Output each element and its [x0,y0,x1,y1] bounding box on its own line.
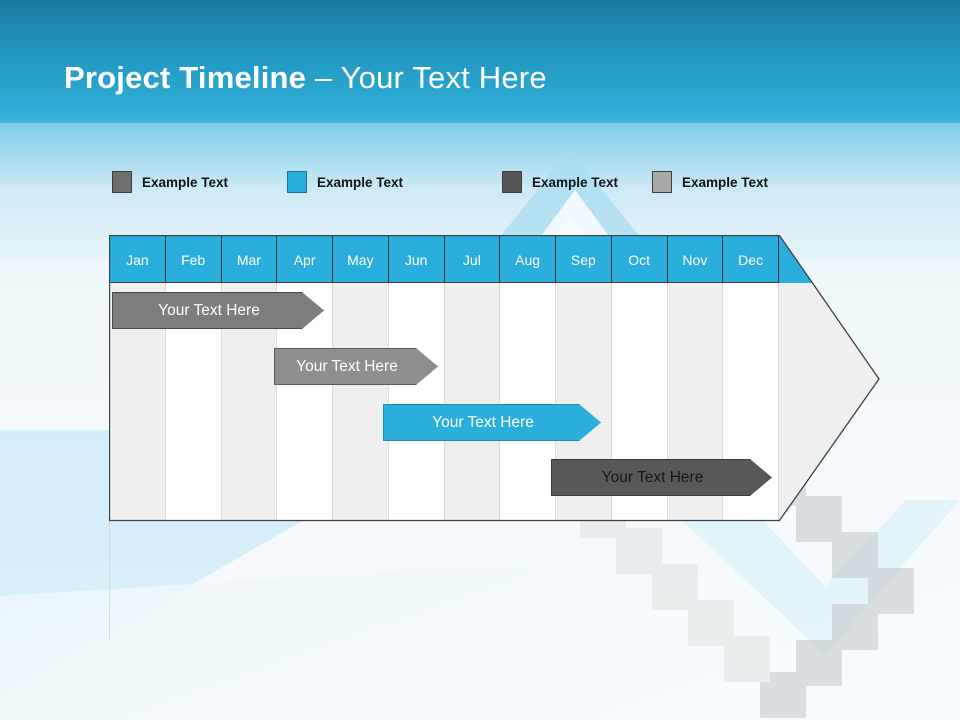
legend-item-1[interactable]: Example Text [112,168,228,196]
month-header-sep[interactable]: Sep [556,236,612,283]
month-header-jan[interactable]: Jan [110,236,166,283]
timeline-task-bar-3[interactable]: Your Text Here [383,404,601,441]
month-header-feb[interactable]: Feb [165,236,222,283]
month-header-jul[interactable]: Jul [444,236,501,283]
timeline-header-arrow-cap [779,236,812,283]
legend-label-4: Example Text [682,174,769,190]
timeline-task-bar-1[interactable]: Your Text Here [112,292,324,329]
month-column-feb: Feb [165,236,222,521]
legend-item-2[interactable]: Example Text [287,168,403,196]
legend-item-4[interactable]: Example Text [652,168,768,196]
legend-label-2: Example Text [317,174,404,190]
timeline-task-bar-label-4: Your Text Here [601,468,704,486]
legend-label-3: Example Text [532,174,619,190]
month-header-dec[interactable]: Dec [723,236,779,283]
month-header-aug[interactable]: Aug [500,236,556,283]
legend-swatch-4 [652,171,672,193]
timeline-task-bar-label-1: Your Text Here [158,301,260,319]
legend-label-1: Example Text [142,174,229,190]
legend-swatch-1 [112,171,132,193]
timeline-task-bar-label-3: Your Text Here [432,413,534,431]
month-header-jun[interactable]: Jun [388,236,445,283]
legend-swatch-3 [502,171,522,193]
header-band [0,0,960,123]
background-guide-line [109,521,110,641]
month-header-may[interactable]: May [333,236,389,283]
month-header-apr[interactable]: Apr [277,236,333,283]
month-column-jan: Jan [110,236,166,521]
month-column-mar: Mar [221,236,278,521]
month-column-aug: Aug [500,236,556,521]
month-header-oct[interactable]: Oct [611,236,668,283]
legend-item-3[interactable]: Example Text [502,168,618,196]
timeline-task-bar-2[interactable]: Your Text Here [274,348,438,385]
page-title-light: Your Text Here [340,60,547,95]
month-header-nov[interactable]: Nov [667,236,724,283]
timeline-task-bar-label-2: Your Text Here [296,357,398,375]
page-title: Project Timeline – Your Text Here [64,60,547,96]
legend-swatch-2 [287,171,307,193]
page-title-dash: – [306,60,341,95]
column-separator [778,260,779,521]
timeline-task-bar-4[interactable]: Your Text Here [551,459,772,496]
month-header-mar[interactable]: Mar [221,236,278,283]
month-column-jul: Jul [444,236,501,521]
page-title-bold: Project Timeline [64,60,307,95]
